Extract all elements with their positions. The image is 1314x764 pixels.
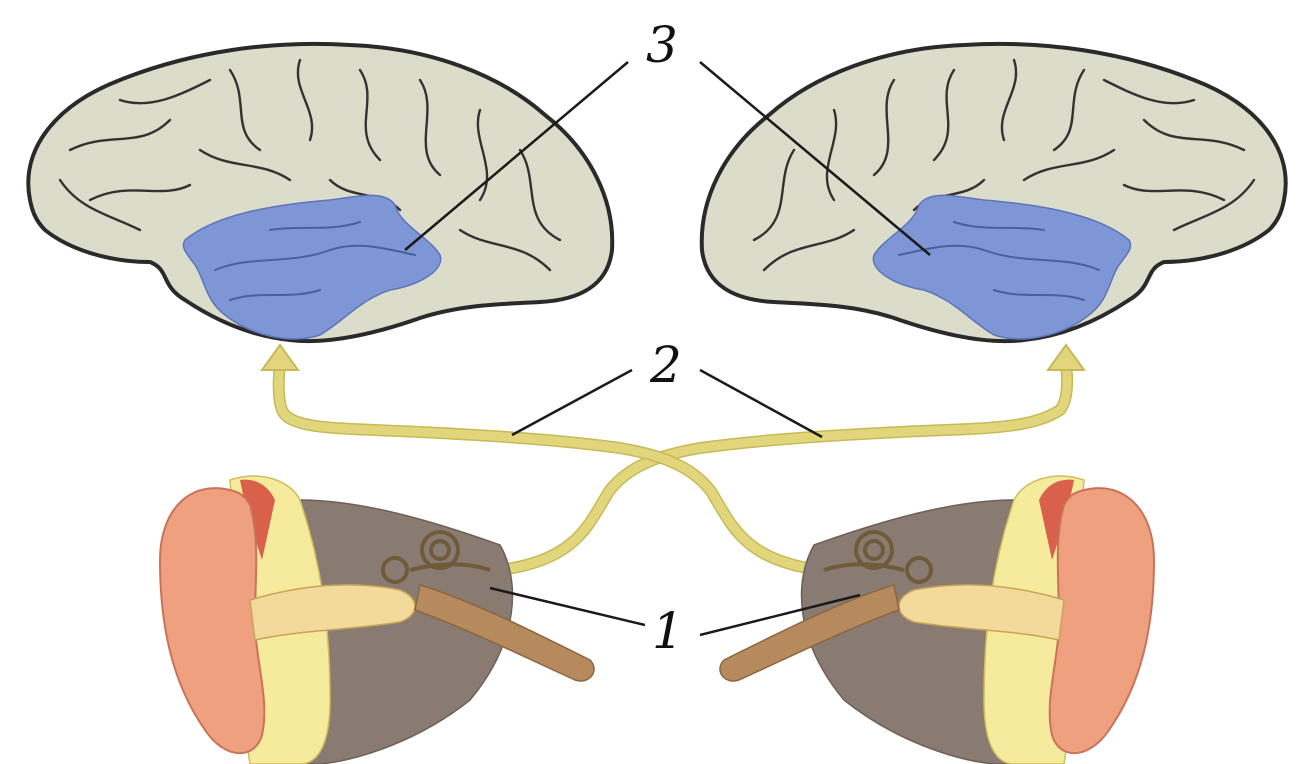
- leader-2-left: [512, 370, 632, 435]
- right-arrowhead-icon: [1048, 345, 1084, 370]
- right-brain: [702, 44, 1286, 341]
- right-pinna: [1050, 488, 1154, 753]
- label-auditory-cortex: 3: [646, 16, 678, 74]
- left-brain: [28, 44, 612, 341]
- leader-2-right: [700, 370, 822, 437]
- left-arrowhead-icon: [262, 345, 298, 370]
- left-ear: [160, 476, 594, 764]
- right-ear: [720, 476, 1154, 764]
- label-ear: 1: [652, 602, 684, 660]
- leader-1-left: [490, 588, 645, 625]
- label-auditory-pathway: 2: [649, 336, 682, 394]
- left-pinna: [160, 488, 264, 753]
